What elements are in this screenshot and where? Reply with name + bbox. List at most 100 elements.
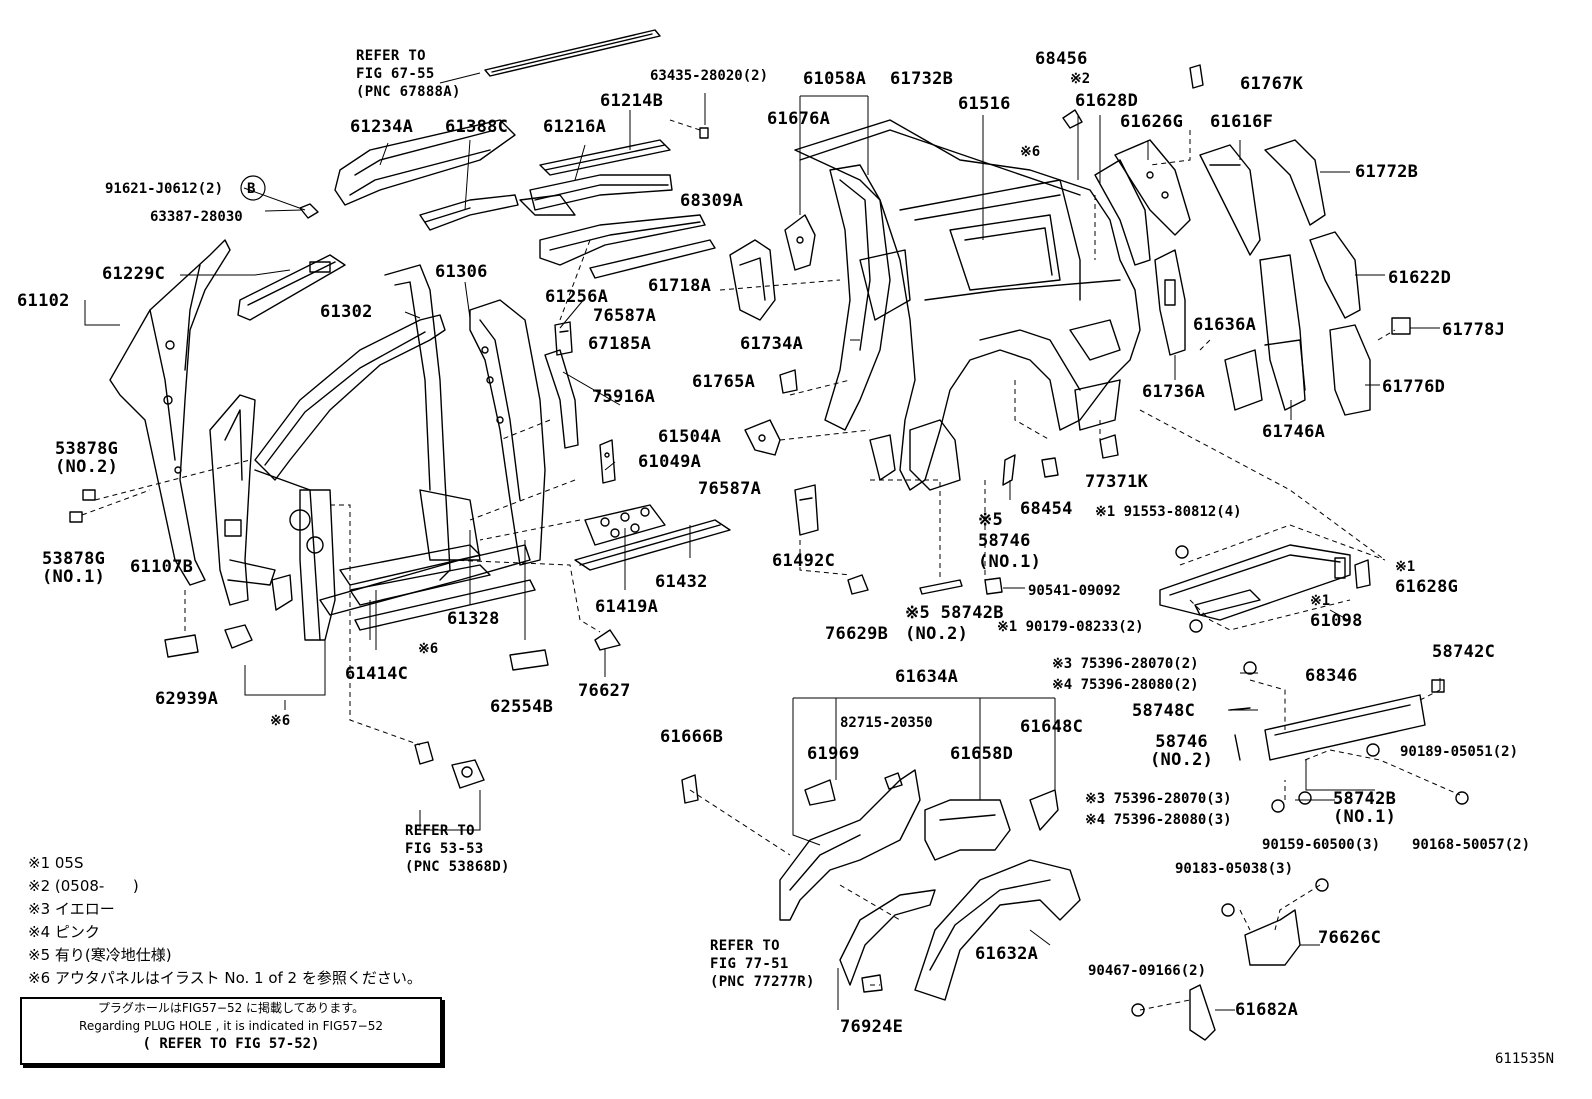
- label-61636A[interactable]: 61636A: [1193, 315, 1257, 335]
- label-67185A[interactable]: 67185A: [588, 334, 652, 354]
- part-61492C: [794, 484, 819, 536]
- label-82715-20350[interactable]: 82715-20350: [840, 715, 933, 731]
- label-61229C[interactable]: 61229C: [102, 264, 166, 284]
- label-68309A[interactable]: 68309A: [680, 191, 744, 211]
- label-58742B-no2[interactable]: ※5 58742B (NO.2): [905, 603, 1004, 644]
- label-91553-80812[interactable]: ※1 91553-80812(4): [1095, 504, 1242, 520]
- label-61658D[interactable]: 61658D: [950, 744, 1014, 764]
- label-61736A[interactable]: 61736A: [1142, 382, 1206, 402]
- label-58746-no1[interactable]: ※5 58746 (NO.1): [978, 510, 1042, 572]
- label-61328[interactable]: 61328: [447, 609, 500, 629]
- label-61732B[interactable]: 61732B: [890, 69, 954, 89]
- label-75396-28080-3[interactable]: ※4 75396-28080(3): [1085, 812, 1232, 828]
- label-61388C[interactable]: 61388C: [445, 117, 509, 137]
- label-61432[interactable]: 61432: [655, 572, 708, 592]
- label-90467-09166[interactable]: 90467-09166(2): [1088, 963, 1207, 979]
- part-61746A: [1259, 254, 1306, 411]
- part-61107B: [209, 394, 276, 606]
- label-76587A-b[interactable]: 76587A: [698, 479, 762, 499]
- label-61058A[interactable]: 61058A: [803, 69, 867, 89]
- part-77371K: [1099, 434, 1119, 459]
- label-75396-28070-2[interactable]: ※3 75396-28070(2): [1052, 656, 1199, 672]
- label-61516[interactable]: 61516: [958, 94, 1011, 114]
- label-63435-28020[interactable]: 63435-28020(2): [650, 68, 769, 84]
- label-61098[interactable]: 61098: [1310, 611, 1363, 631]
- label-61504A[interactable]: 61504A: [658, 427, 722, 447]
- label-61302[interactable]: 61302: [320, 302, 373, 322]
- label-61626G[interactable]: 61626G: [1120, 112, 1184, 132]
- label-note1-b: ※1: [1310, 593, 1331, 609]
- label-61102[interactable]: 61102: [17, 291, 70, 311]
- label-76924E[interactable]: 76924E: [840, 1017, 904, 1037]
- label-61776D[interactable]: 61776D: [1382, 377, 1446, 397]
- label-61772B[interactable]: 61772B: [1355, 162, 1419, 182]
- label-61622D[interactable]: 61622D: [1388, 268, 1452, 288]
- label-76587A-a[interactable]: 76587A: [593, 306, 657, 326]
- label-90159-60500[interactable]: 90159-60500(3): [1262, 837, 1381, 853]
- label-61648C[interactable]: 61648C: [1020, 717, 1084, 737]
- label-61049A[interactable]: 61049A: [638, 452, 702, 472]
- label-53878G-no1[interactable]: 53878G (NO.1): [42, 549, 106, 587]
- label-62554B[interactable]: 62554B: [490, 697, 554, 717]
- label-90541-09092[interactable]: 90541-09092: [1028, 583, 1121, 599]
- label-90183-05038[interactable]: 90183-05038(3): [1175, 861, 1294, 877]
- label-note6-a: ※6: [270, 713, 291, 729]
- label-61628D[interactable]: 61628D: [1075, 91, 1139, 111]
- plug-hole-refer-link[interactable]: ( REFER TO FIG 57-52): [142, 1036, 320, 1052]
- label-90189-05051[interactable]: 90189-05051(2): [1400, 744, 1519, 760]
- label-61216A[interactable]: 61216A: [543, 117, 607, 137]
- label-61778J[interactable]: 61778J: [1442, 320, 1506, 340]
- part-61628D: [1094, 159, 1151, 266]
- figure-number: 611535N: [1495, 1051, 1555, 1067]
- label-53878G-no2[interactable]: 53878G (NO.2): [55, 439, 119, 477]
- label-68346[interactable]: 68346: [1305, 666, 1358, 686]
- label-61628G[interactable]: 61628G: [1395, 577, 1459, 597]
- label-61682A[interactable]: 61682A: [1235, 1000, 1299, 1020]
- label-61256A[interactable]: 61256A: [545, 287, 609, 307]
- label-76627[interactable]: 76627: [578, 681, 631, 701]
- label-61666B[interactable]: 61666B: [660, 727, 724, 747]
- label-61616F[interactable]: 61616F: [1210, 112, 1274, 132]
- label-61632A[interactable]: 61632A: [975, 944, 1039, 964]
- label-61734A[interactable]: 61734A: [740, 334, 804, 354]
- label-90168-50057[interactable]: 90168-50057(2): [1412, 837, 1531, 853]
- plug-hole-line-en: Regarding PLUG HOLE , it is indicated in…: [79, 1019, 383, 1033]
- label-61718A[interactable]: 61718A: [648, 276, 712, 296]
- label-75396-28070-3[interactable]: ※3 75396-28070(3): [1085, 791, 1232, 807]
- label-91621-J0612[interactable]: 91621-J0612(2): [105, 181, 224, 197]
- part-82715: [884, 772, 903, 790]
- label-58746-no2[interactable]: 58746 (NO.2): [1150, 732, 1214, 770]
- label-76626C[interactable]: 76626C: [1318, 928, 1382, 948]
- part-76626C: [1244, 909, 1301, 966]
- label-61676A[interactable]: 61676A: [767, 109, 831, 129]
- part-61216A: [519, 174, 673, 216]
- label-68456[interactable]: 68456: [1035, 49, 1088, 69]
- label-68454[interactable]: 68454: [1020, 499, 1073, 519]
- label-61767K[interactable]: 61767K: [1240, 74, 1304, 94]
- label-58748C[interactable]: 58748C: [1132, 701, 1196, 721]
- part-61616F: [1199, 144, 1261, 256]
- label-61634A[interactable]: 61634A: [895, 667, 959, 687]
- part-seal-6: [224, 574, 293, 649]
- label-75396-28080-2[interactable]: ※4 75396-28080(2): [1052, 677, 1199, 693]
- label-61765A[interactable]: 61765A: [692, 372, 756, 392]
- label-58742B-no1[interactable]: 58742B (NO.1): [1333, 789, 1397, 827]
- label-61969[interactable]: 61969: [807, 744, 860, 764]
- label-76629B[interactable]: 76629B: [825, 624, 889, 644]
- label-58742C[interactable]: 58742C: [1432, 642, 1496, 662]
- part-61772B: [1264, 139, 1326, 226]
- label-61414C[interactable]: 61414C: [345, 664, 409, 684]
- label-61107B[interactable]: 61107B: [130, 557, 194, 577]
- label-77371K[interactable]: 77371K: [1085, 472, 1149, 492]
- label-61234A[interactable]: 61234A: [350, 117, 414, 137]
- label-61746A[interactable]: 61746A: [1262, 422, 1326, 442]
- label-62939A[interactable]: 62939A: [155, 689, 219, 709]
- label-63387-28030[interactable]: 63387-28030: [150, 209, 243, 225]
- label-61419A[interactable]: 61419A: [595, 597, 659, 617]
- label-90179-08233[interactable]: ※1 90179-08233(2): [997, 619, 1144, 635]
- label-75916A[interactable]: 75916A: [592, 387, 656, 407]
- part-61419A: [584, 504, 666, 546]
- label-61214B[interactable]: 61214B: [600, 91, 664, 111]
- label-61492C[interactable]: 61492C: [772, 551, 836, 571]
- label-61306[interactable]: 61306: [435, 262, 488, 282]
